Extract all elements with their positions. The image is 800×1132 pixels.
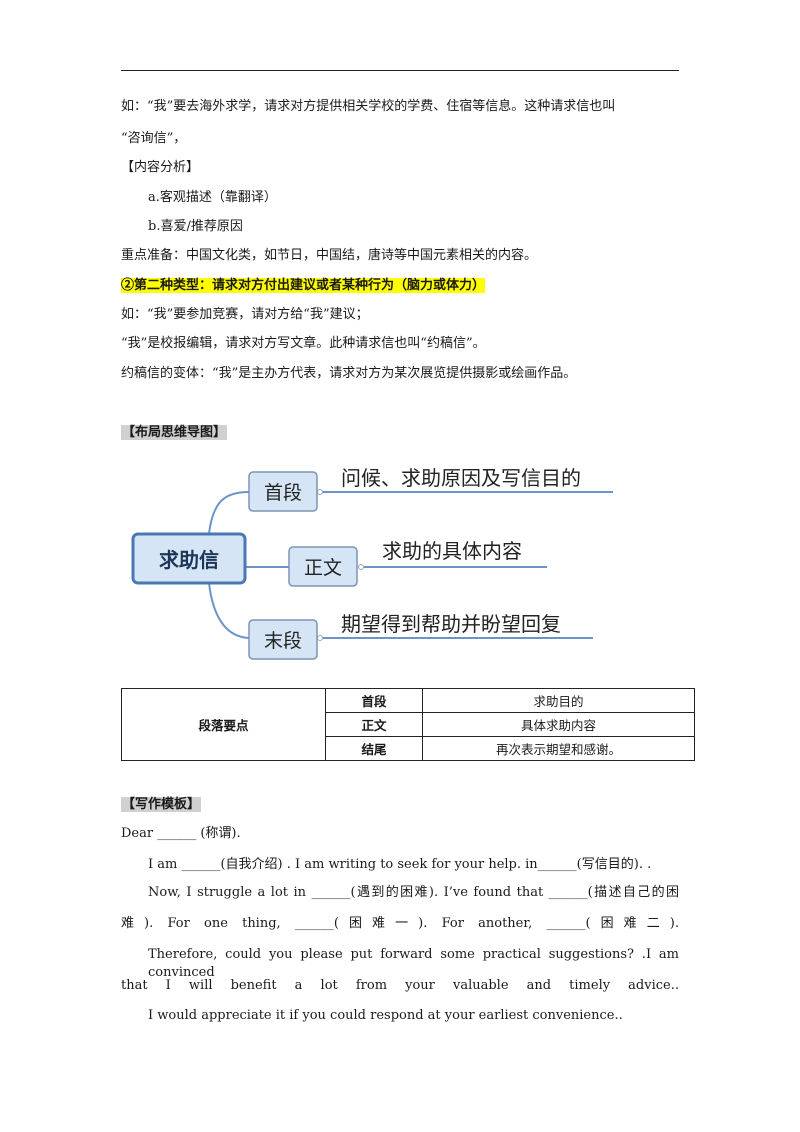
type2-heading-text: ②第二种类型：请求对方付出建议或者某种行为（脑力或体力） bbox=[121, 278, 486, 293]
template-line-6: that I will benefit a lot from your valu… bbox=[121, 978, 679, 993]
node-first bbox=[248, 471, 318, 512]
focus-note: 重点准备：中国文化类，如节日，中国结，唐诗等中国元素相关的内容。 bbox=[121, 248, 538, 263]
table-row: 正文 具体求助内容 bbox=[122, 712, 695, 737]
paragraph-points-table: 段落要点 首段 求助目的 正文 具体求助内容 结尾 再次表示期望和感谢。 bbox=[121, 688, 695, 761]
connector-first bbox=[208, 491, 250, 535]
table-header-cell: 段落要点 bbox=[121, 688, 326, 761]
center-node-label: 求助信 bbox=[159, 548, 219, 572]
intro-line-2: “咨询信”， bbox=[121, 131, 187, 146]
mindmap-connectors bbox=[208, 491, 613, 639]
node-last-desc: 期望得到帮助并盼望回复 bbox=[341, 612, 561, 636]
mindmap-heading-text: 【布局思维导图】 bbox=[121, 425, 228, 440]
analysis-heading: 【内容分析】 bbox=[121, 160, 200, 175]
table-key-cell: 结尾 bbox=[325, 736, 423, 761]
table-key-cell: 正文 bbox=[325, 712, 423, 737]
type2-example-2: “我”是校报编辑，请求对方写文章。此种请求信也叫“约稿信”。 bbox=[121, 336, 486, 351]
template-line-1: Dear ______ (称谓). bbox=[121, 826, 241, 841]
template-line-5: Therefore, could you please put forward … bbox=[148, 947, 679, 980]
table-key-cell: 首段 bbox=[325, 688, 423, 713]
analysis-item-a: a.客观描述（靠翻译） bbox=[148, 190, 277, 205]
template-line-2: I am ______(自我介绍) . I am writing to seek… bbox=[148, 857, 652, 872]
table-value-cell: 再次表示期望和感谢。 bbox=[422, 736, 695, 761]
template-line-4: 难). For one thing, ______(困难一). For anot… bbox=[121, 916, 679, 931]
template-heading: 【写作模板】 bbox=[121, 796, 202, 814]
node-body bbox=[288, 546, 358, 587]
center-node bbox=[131, 532, 247, 585]
analysis-item-b: b.喜爱/推荐原因 bbox=[148, 219, 243, 234]
table-row: 段落要点 首段 求助目的 bbox=[121, 688, 695, 761]
node-last-label: 末段 bbox=[264, 630, 302, 652]
header-rule bbox=[121, 70, 679, 71]
node-first-desc: 问候、求助原因及写信目的 bbox=[341, 466, 581, 490]
mindmap-diagram: 求助信 首段 问候、求助原因及写信目的 正文 求助的具体内容 末段 期望得到帮助… bbox=[121, 455, 681, 670]
template-line-3: Now, I struggle a lot in ______(遇到的困难). … bbox=[148, 885, 679, 900]
template-heading-text: 【写作模板】 bbox=[121, 797, 202, 812]
mindmap-heading: 【布局思维导图】 bbox=[121, 424, 228, 442]
type2-example-3: 约稿信的变体：“我”是主办方代表，请求对方为某次展览提供摄影或绘画作品。 bbox=[121, 366, 577, 381]
connector-last bbox=[208, 582, 250, 639]
mindmap-svg: 求助信 首段 问候、求助原因及写信目的 正文 求助的具体内容 末段 期望得到帮助… bbox=[131, 466, 613, 660]
node-body-desc: 求助的具体内容 bbox=[382, 539, 522, 563]
node-last bbox=[248, 619, 318, 660]
intro-line-1: 如：“我”要去海外求学，请求对方提供相关学校的学费、住宿等信息。这种请求信也叫 bbox=[121, 99, 616, 114]
template-line-7: I would appreciate it if you could respo… bbox=[148, 1008, 623, 1023]
node-body-label: 正文 bbox=[304, 557, 342, 579]
type2-example-1: 如：“我”要参加竞赛，请对方给“我”建议； bbox=[121, 307, 369, 322]
table-row: 结尾 再次表示期望和感谢。 bbox=[122, 736, 695, 761]
type2-heading: ②第二种类型：请求对方付出建议或者某种行为（脑力或体力） bbox=[121, 277, 486, 295]
node-first-label: 首段 bbox=[264, 482, 302, 504]
table-value-cell: 求助目的 bbox=[422, 688, 695, 713]
table-value-cell: 具体求助内容 bbox=[422, 712, 695, 737]
